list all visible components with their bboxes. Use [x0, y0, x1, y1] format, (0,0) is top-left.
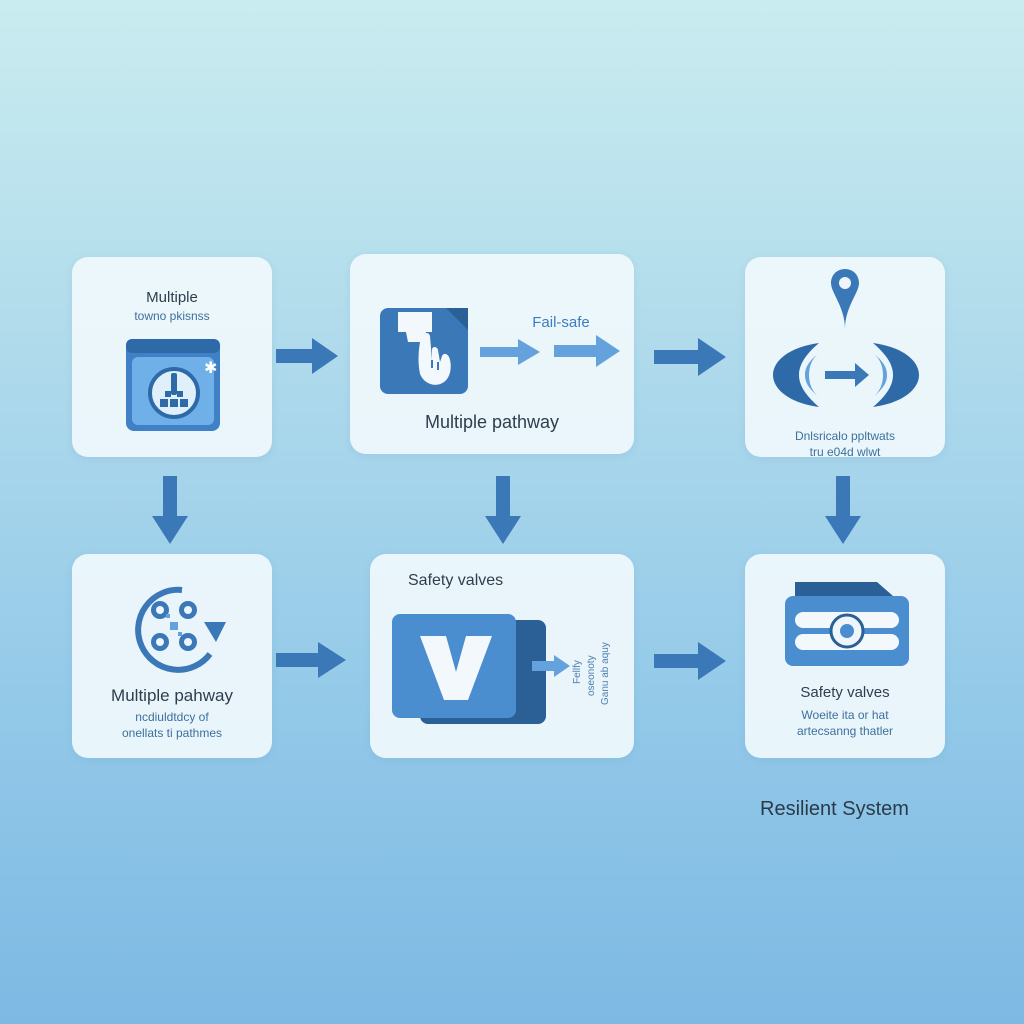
arrow-right: [276, 336, 340, 376]
safety-panel-icon: [781, 576, 913, 670]
node-subtitle: towno pkisnss: [134, 309, 210, 323]
side-note-line3: Ganu ab aquy: [600, 642, 611, 706]
side-note-line2: oseonoty: [586, 655, 597, 697]
arrow-right: [480, 338, 542, 366]
node-subtitle-line2: artecsanng thatler: [796, 724, 894, 738]
node-multiple: Multiple towno pkisnss ✱: [72, 257, 272, 457]
node-multiple-pathway: Fail-safe Multiple pathway: [350, 254, 634, 454]
arrow-down: [483, 476, 523, 546]
arrow-right: [554, 334, 622, 368]
side-note-line1: Fellfy: [572, 660, 583, 684]
arrow-right: [654, 640, 728, 682]
node-title: Multiple pahway: [111, 686, 233, 705]
node-safety-valves: Safety valves Fellfy oseonoty Ganu ab aq…: [370, 554, 634, 758]
hand-pointer-icon: [380, 302, 472, 396]
svg-text:✱: ✱: [204, 358, 217, 377]
node-title: Multiple pathway: [424, 412, 560, 432]
arrow-right: [532, 654, 572, 678]
node-subtitle-line1: Woeite ita or hat: [801, 708, 889, 722]
node-multiple-pahway: Multiple pahway ncdiuldtdcy of onellats …: [72, 554, 272, 758]
node-title: Multiple: [146, 289, 198, 306]
node-title: Safety valves: [408, 572, 504, 589]
node-distributed-pathways: Dnlsricalo ppltwats tru e04d wlwt: [745, 257, 945, 459]
node-safety-valves-2: Safety valves Woeite ita or hat artecsan…: [745, 554, 945, 758]
transfer-cycle-icon: [769, 337, 923, 413]
arrow-right: [276, 640, 348, 680]
arrow-down: [150, 476, 190, 546]
fail-safe-label: Fail-safe: [532, 314, 590, 331]
node-subtitle-line2: onellats ti pathmes: [121, 726, 223, 740]
node-title: Safety valves: [800, 684, 890, 701]
gears-cycle-icon: [120, 580, 230, 680]
arrow-right: [654, 336, 728, 378]
node-subtitle-line1: ncdiuldtdcy of: [135, 710, 209, 724]
node-subtitle-line1: Dnlsricalo ppltwats: [794, 429, 896, 443]
location-pin-icon: [829, 267, 861, 331]
resilient-system-label: Resilient System: [760, 798, 909, 820]
arrow-down: [823, 476, 863, 546]
gauge-panel-icon: ✱: [124, 333, 224, 435]
node-subtitle-line2: tru e04d wlwt: [809, 445, 881, 459]
valve-v-icon: [392, 612, 548, 730]
